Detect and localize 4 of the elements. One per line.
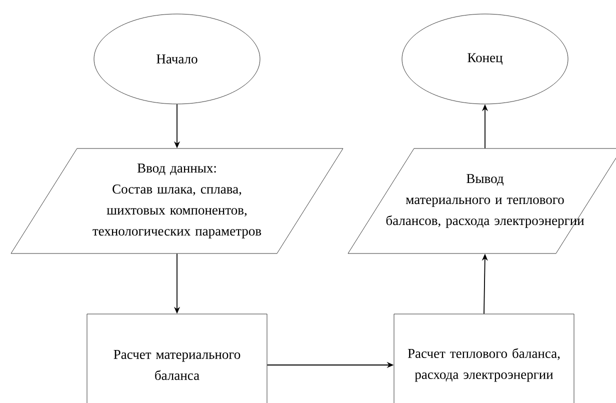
io-parallelogram: Ввод данных: Состав шлака, сплава, шихтовых компонентов, технологических параметров (10, 148, 344, 254)
process-box: Расчет материального баланса (86, 314, 268, 403)
io-parallelogram: Вывод материального и теплового балансов, расхода электроэнергии (348, 148, 616, 254)
process-box: Расчет теплового баланса, расхода электроэнергии (394, 314, 574, 403)
